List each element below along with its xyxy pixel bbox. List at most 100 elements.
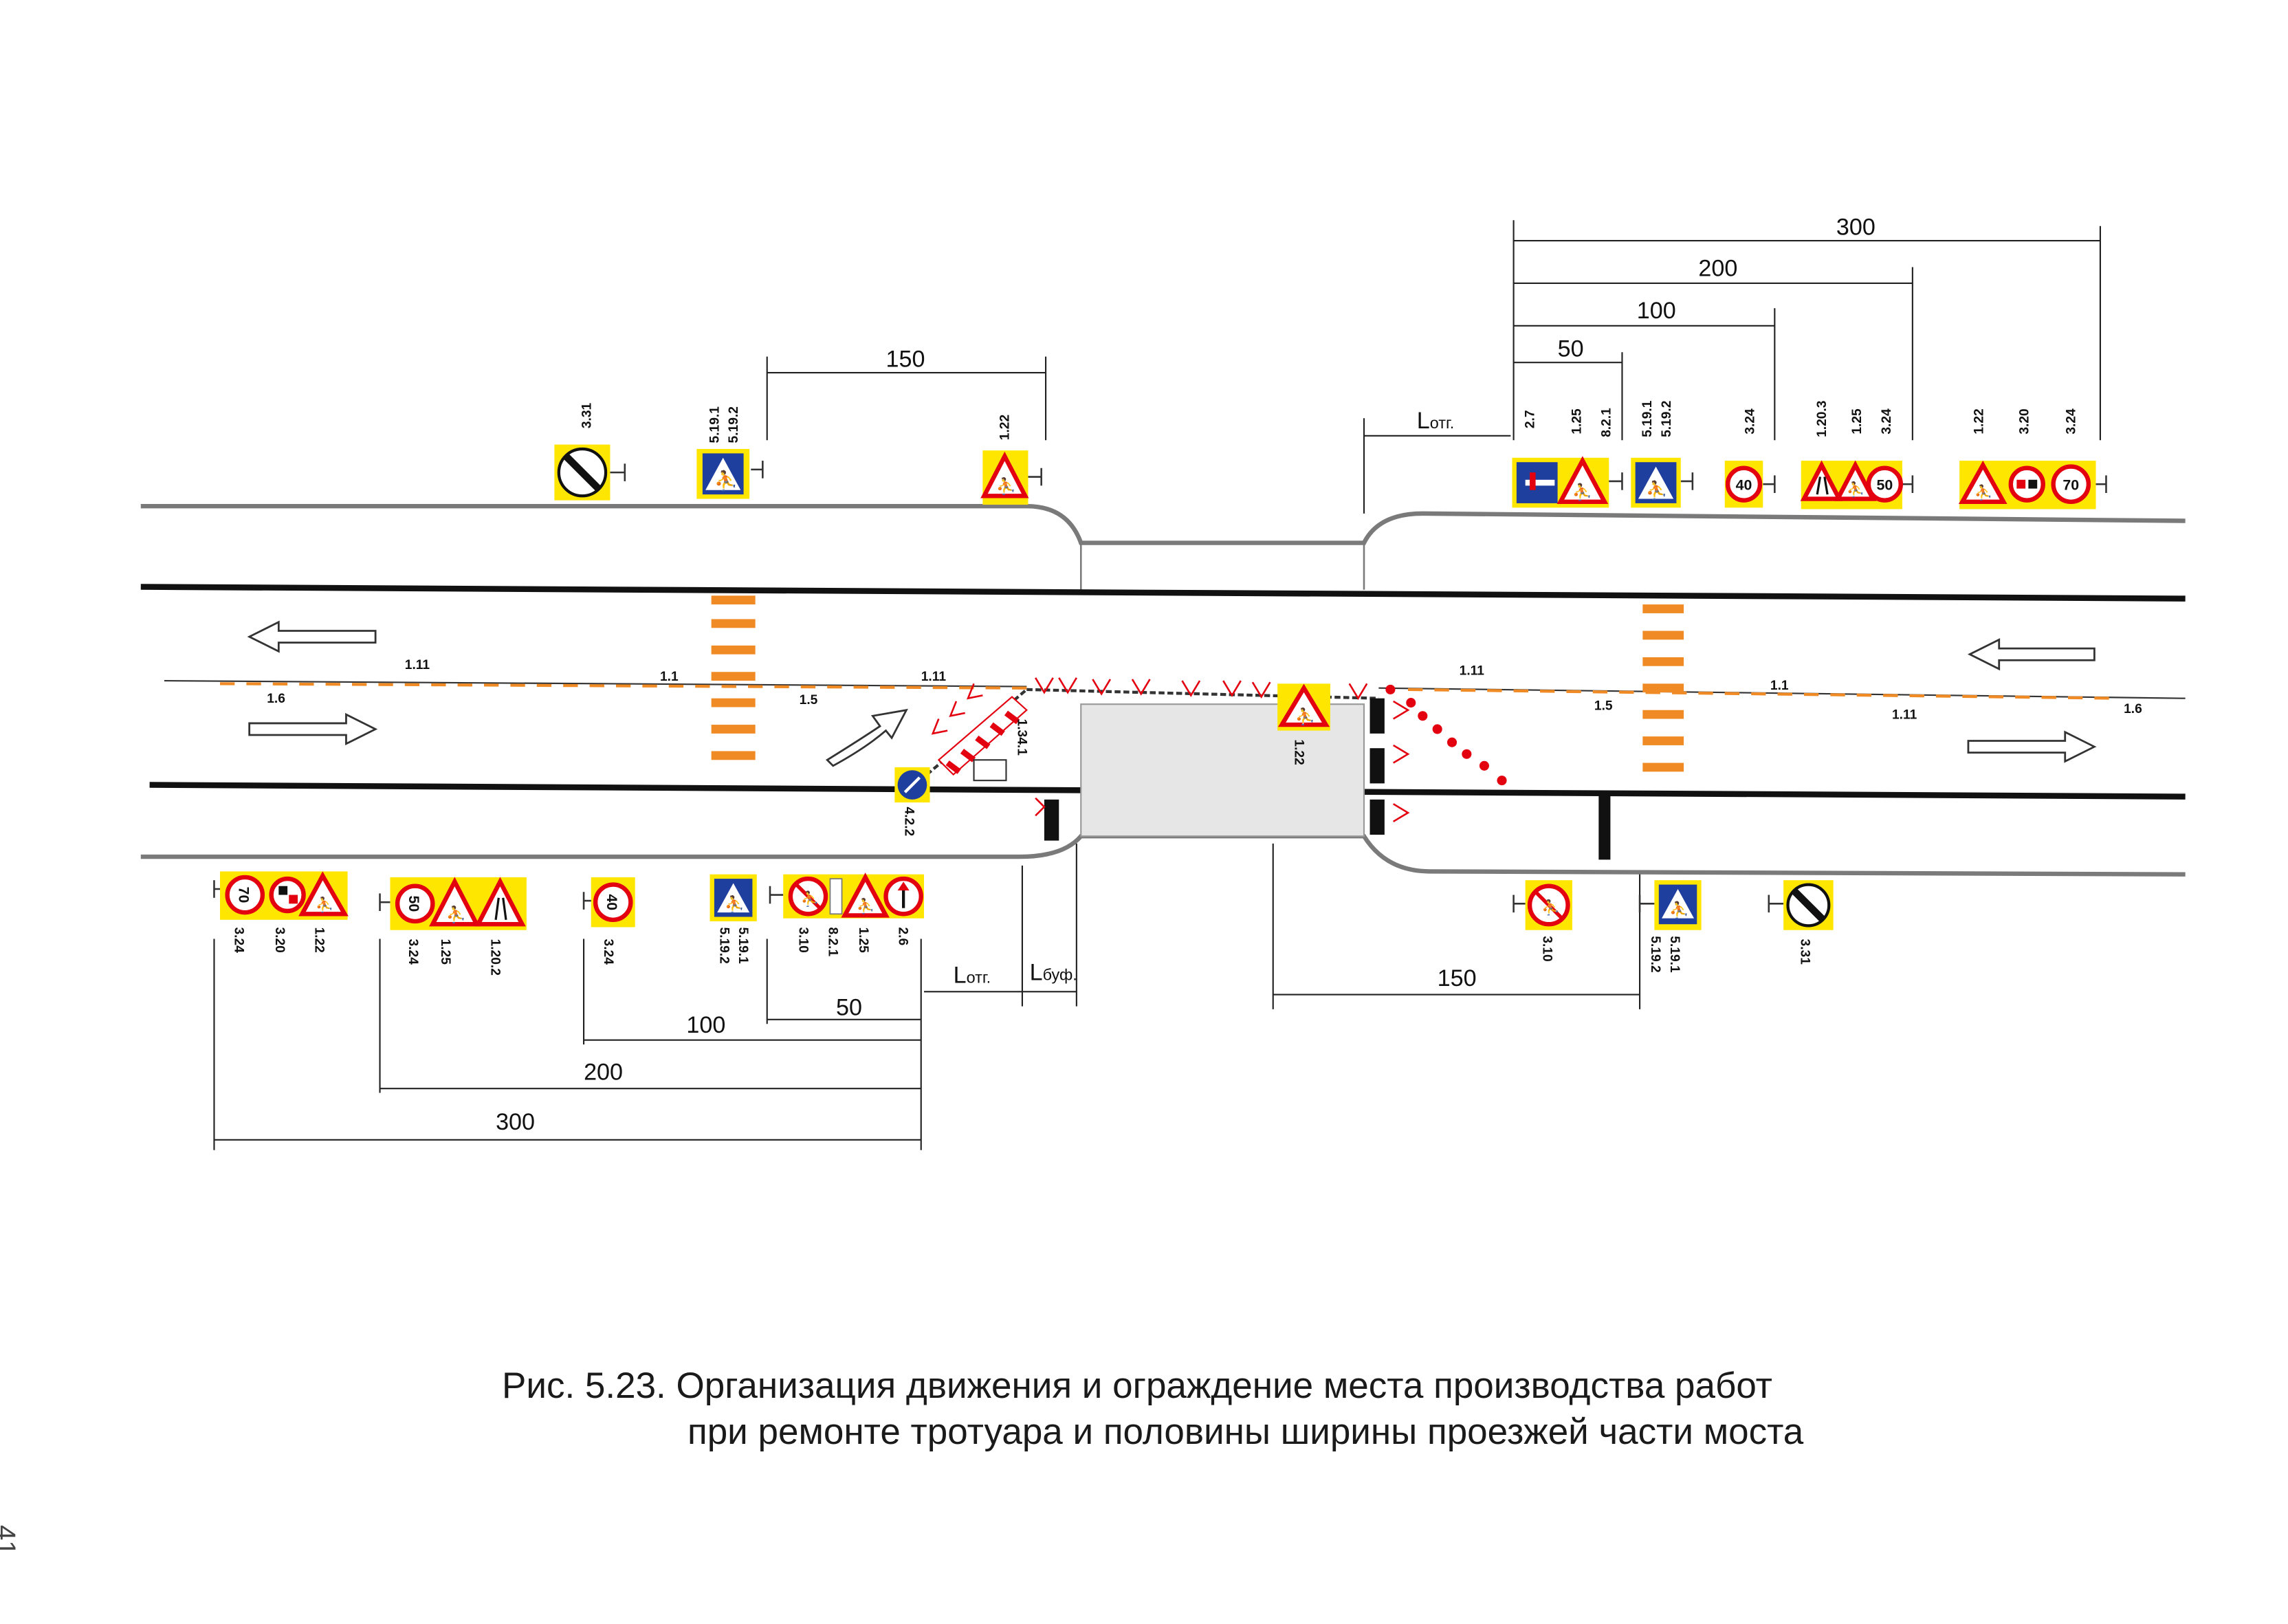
sign-code-label: 1.22: [998, 415, 1013, 440]
sign-stand-box: [973, 759, 1007, 782]
sign-code-label: 1.25: [856, 927, 870, 953]
barrier-block: [1598, 795, 1611, 860]
barrier-block: [1044, 799, 1059, 841]
svg-text:50: 50: [1876, 477, 1893, 494]
dimension-150: 150: [886, 347, 925, 373]
svg-text:⛹: ⛹: [714, 469, 738, 492]
sign-code-label: 4.2.2: [901, 807, 916, 837]
sign-code-label: 2.7: [1523, 410, 1537, 428]
end-of-restrictions-sign-icon: [554, 444, 610, 501]
sign-code-label: 5.19.2: [716, 927, 731, 963]
dimension-l-otg: Lотг.: [1417, 408, 1454, 434]
sign-code-label: 3.31: [1798, 939, 1812, 965]
road-signs: ⛹ ⛹ ⛹ ⛹ 40: [213, 444, 2107, 930]
arrow-bypass-icon: [825, 708, 908, 767]
no-pedestrians-roadworks-priority-sign-group-icon: ⛹ ⛹: [783, 873, 924, 919]
sign-code-label: 3.10: [1539, 936, 1554, 961]
end-of-restrictions-sign-icon: [1783, 880, 1834, 930]
sign-code-label: 5.19.1: [736, 927, 750, 964]
barrier-block: [1370, 748, 1385, 784]
dimension-100: 100: [1637, 298, 1676, 324]
dimension-l-buf: Lбуф.: [1030, 959, 1077, 985]
narrowing-roadworks-speed-sign-group-icon: ⛹ 50: [1800, 460, 1903, 509]
marking-label: 1.1: [660, 670, 679, 684]
traffic-arrows: [247, 620, 2097, 767]
svg-text:⛹: ⛹: [1646, 479, 1668, 500]
sign-code-label: 5.19.2: [1648, 936, 1662, 972]
sign-code-label: 3.24: [601, 939, 615, 965]
sign-code-label: 1.22: [1292, 739, 1306, 765]
no-pedestrians-sign-icon: ⛹: [1525, 880, 1572, 930]
svg-text:70: 70: [2062, 477, 2079, 494]
svg-text:⛹: ⛹: [1295, 707, 1315, 726]
marking-label: 1.6: [267, 692, 285, 706]
crosswalk-left: [711, 595, 756, 760]
traffic-cones: [1385, 684, 1507, 786]
sign-code-label: 5.19.2: [1660, 401, 1674, 437]
marking-label: 1.1: [1770, 679, 1789, 693]
speed-no-overtaking-pedestrian-sign-group-icon: 70 ⛹: [220, 871, 349, 920]
centre-line-left-dashed: [219, 682, 1027, 690]
svg-text:⛹: ⛹: [996, 476, 1016, 496]
page-number: 41: [0, 1525, 21, 1556]
speed-limit-sign-icon: 40: [591, 877, 635, 928]
sign-code-label: 3.24: [2065, 408, 2079, 435]
pedestrian-crossing-sign-icon: ⛹: [1631, 457, 1681, 508]
marking-label: 1.6: [2124, 702, 2142, 716]
marking-label: 1.5: [1594, 699, 1613, 714]
svg-text:⛹: ⛹: [446, 905, 466, 924]
sign-code-label: 3.20: [2017, 408, 2032, 434]
barrier-block: [1370, 698, 1385, 734]
arrow-right-icon: [248, 712, 378, 746]
svg-text:⛹: ⛹: [1572, 482, 1592, 501]
dimension-lines: 300 200 100 50 150 Lотг. 300 200 100 50 …: [213, 215, 2101, 1150]
arrow-left-icon: [247, 620, 377, 653]
marking-label: 1.34.1: [1015, 719, 1029, 756]
marking-label: 1.5: [800, 693, 818, 707]
svg-text:50: 50: [406, 895, 422, 912]
top-curb-line: [140, 504, 2186, 545]
priority-roadworks-sign-group-icon: ⛹: [1512, 456, 1609, 508]
barrier-block: [1370, 799, 1385, 835]
speed-limit-sign-icon: 40: [1724, 461, 1763, 508]
pedestrian-no-overtaking-speed-sign-group-icon: ⛹ 70: [1958, 460, 2096, 509]
pedestrian-warning-sign-icon: ⛹: [980, 450, 1029, 505]
sign-code-label: 3.31: [580, 402, 595, 428]
svg-text:70: 70: [236, 887, 252, 903]
dimension-100: 100: [686, 1012, 725, 1038]
sign-code-label: 1.20.2: [488, 939, 503, 976]
sign-code-label: 3.24: [1743, 408, 1757, 435]
road-geometry: [140, 504, 2186, 877]
svg-text:⛹: ⛹: [316, 896, 334, 913]
sign-code-label: 1.25: [1570, 408, 1585, 435]
figure-caption-line-2: при ремонте тротуара и половины ширины п…: [688, 1412, 1804, 1452]
svg-text:⛹: ⛹: [1974, 483, 1992, 501]
crosswalk-right: [1642, 604, 1684, 772]
sign-code-label: 1.22: [1972, 408, 1986, 434]
sign-labels: 3.31 5.19.1 5.19.2 1.22 2.7 1.25 8.2.1 5…: [231, 400, 2078, 976]
sign-code-label: 1.25: [1850, 408, 1864, 435]
sign-code-label: 1.25: [438, 939, 452, 965]
marking-label: 1.11: [921, 670, 947, 684]
pedestrian-crossing-sign-icon: ⛹: [710, 874, 757, 921]
dimension-l-otg: Lотг.: [954, 963, 991, 989]
svg-text:⛹: ⛹: [1541, 899, 1560, 916]
sign-code-label: 3.10: [796, 927, 811, 952]
svg-text:40: 40: [604, 894, 620, 910]
centre-line-right-dashed: [1407, 688, 2120, 700]
sign-code-label: 5.19.1: [1667, 936, 1682, 973]
sign-code-label: 3.24: [231, 927, 245, 953]
sign-code-label: 1.22: [312, 927, 327, 952]
sign-code-label: 5.19.1: [1640, 400, 1655, 437]
sign-code-label: 5.19.1: [707, 406, 722, 443]
svg-text:⛹: ⛹: [857, 897, 875, 914]
svg-text:⛹: ⛹: [1669, 900, 1689, 919]
svg-text:⛹: ⛹: [1847, 481, 1865, 498]
dimension-50: 50: [836, 994, 862, 1020]
sign-code-label: 1.20.3: [1815, 401, 1829, 437]
figure-caption-line-1: Рис. 5.23. Организация движения и огражд…: [502, 1365, 1772, 1406]
pedestrian-crossing-sign-icon: ⛹: [696, 449, 750, 499]
bottom-curb-line: [140, 834, 2186, 877]
dimension-300: 300: [496, 1109, 535, 1135]
